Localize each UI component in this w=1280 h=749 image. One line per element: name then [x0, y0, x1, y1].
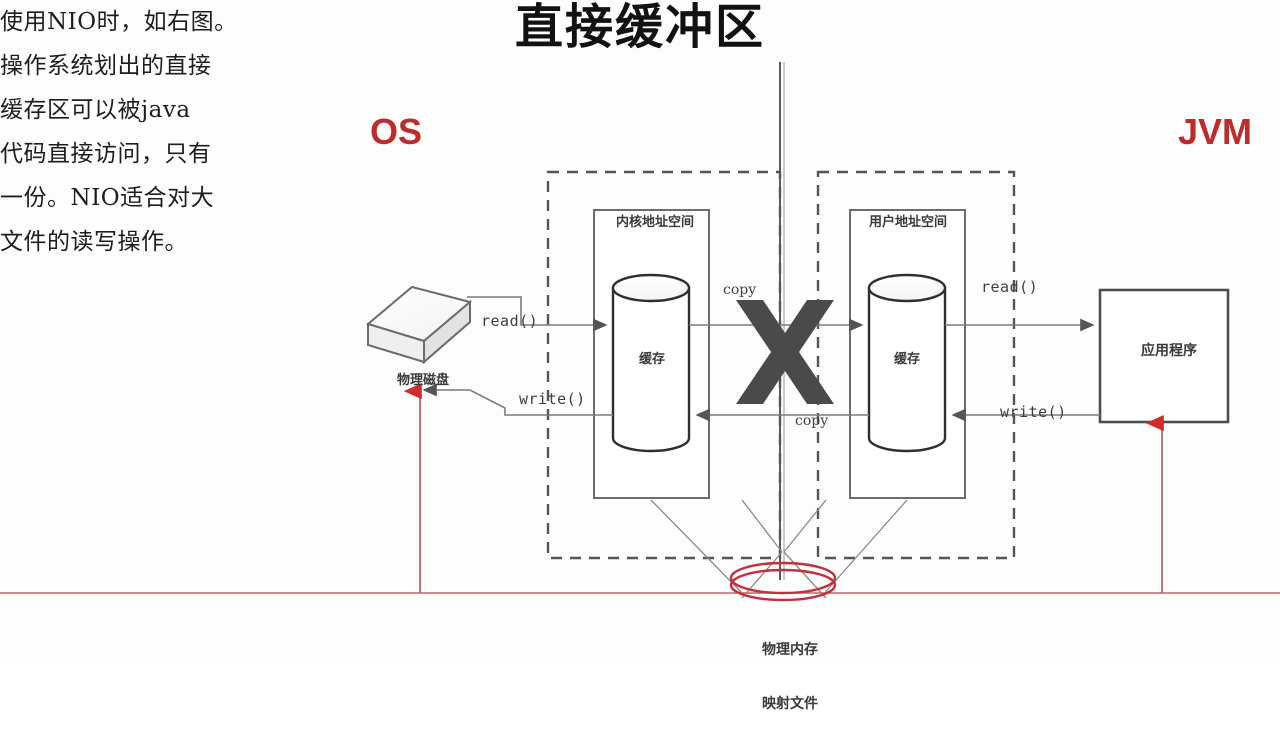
- paragraph-line: 一份。NIO适合对大: [0, 185, 215, 211]
- read-call-disk-label: read(): [481, 312, 539, 330]
- flow-read-disk-to-kernel: [467, 296, 608, 332]
- copy-label-bottom: copy: [795, 413, 829, 429]
- os-side-label: OS: [370, 111, 423, 152]
- memory-mapped-file-link: [0, 383, 1280, 602]
- write-call-right-label: write(): [1000, 403, 1067, 421]
- read-call-right-label: read(): [981, 278, 1039, 296]
- paragraph-line: 缓存区可以被java: [0, 97, 191, 123]
- memory-mapped-file-label: 物理内存 映射文件: [710, 605, 870, 749]
- physical-disk-label: 物理磁盘: [396, 373, 449, 388]
- description-paragraph: 使用NIO时，如右图。 操作系统划出的直接 缓存区可以被java 代码直接访问，…: [0, 0, 300, 264]
- flow-write-kernel-to-disk: [422, 383, 613, 416]
- diagram-canvas: 直接缓冲区 OS JVM 使用NIO时，如右图。 操作系统划出的直接 缓存区可以…: [0, 0, 1280, 712]
- paragraph-line: 文件的读写操作。: [0, 229, 188, 255]
- mapped-file-ellipse: [729, 561, 837, 595]
- jvm-side-label: JVM: [1178, 111, 1253, 152]
- kernel-address-space-label: 内核地址空间: [615, 215, 694, 230]
- application-program-box: [1098, 288, 1230, 424]
- paragraph-line: 代码直接访问，只有: [0, 141, 212, 167]
- jvm-dashed-region: [816, 170, 1016, 560]
- mmap-label-line1: 物理内存: [762, 642, 818, 658]
- kernel-buffer-cylinder: [611, 273, 691, 453]
- user-address-space-label: 用户地址空间: [868, 215, 947, 230]
- page-title: 直接缓冲区: [514, 0, 765, 55]
- kernel-buffer-label: 缓存: [638, 352, 665, 367]
- user-buffer-cylinder: [867, 273, 947, 453]
- write-call-left-label: write(): [519, 390, 586, 408]
- diagram-graphics: [0, 62, 1280, 602]
- mmap-label-line2: 映射文件: [762, 696, 818, 712]
- paragraph-line: 操作系统划出的直接: [0, 53, 212, 79]
- user-buffer-label: 缓存: [893, 352, 920, 367]
- blocked-cross-icon: [736, 300, 834, 404]
- paragraph-line: 使用NIO时，如右图。: [0, 9, 238, 35]
- application-program-label: 应用程序: [1141, 343, 1197, 359]
- copy-label-top: copy: [723, 282, 757, 298]
- physical-disk-icon: [365, 285, 473, 365]
